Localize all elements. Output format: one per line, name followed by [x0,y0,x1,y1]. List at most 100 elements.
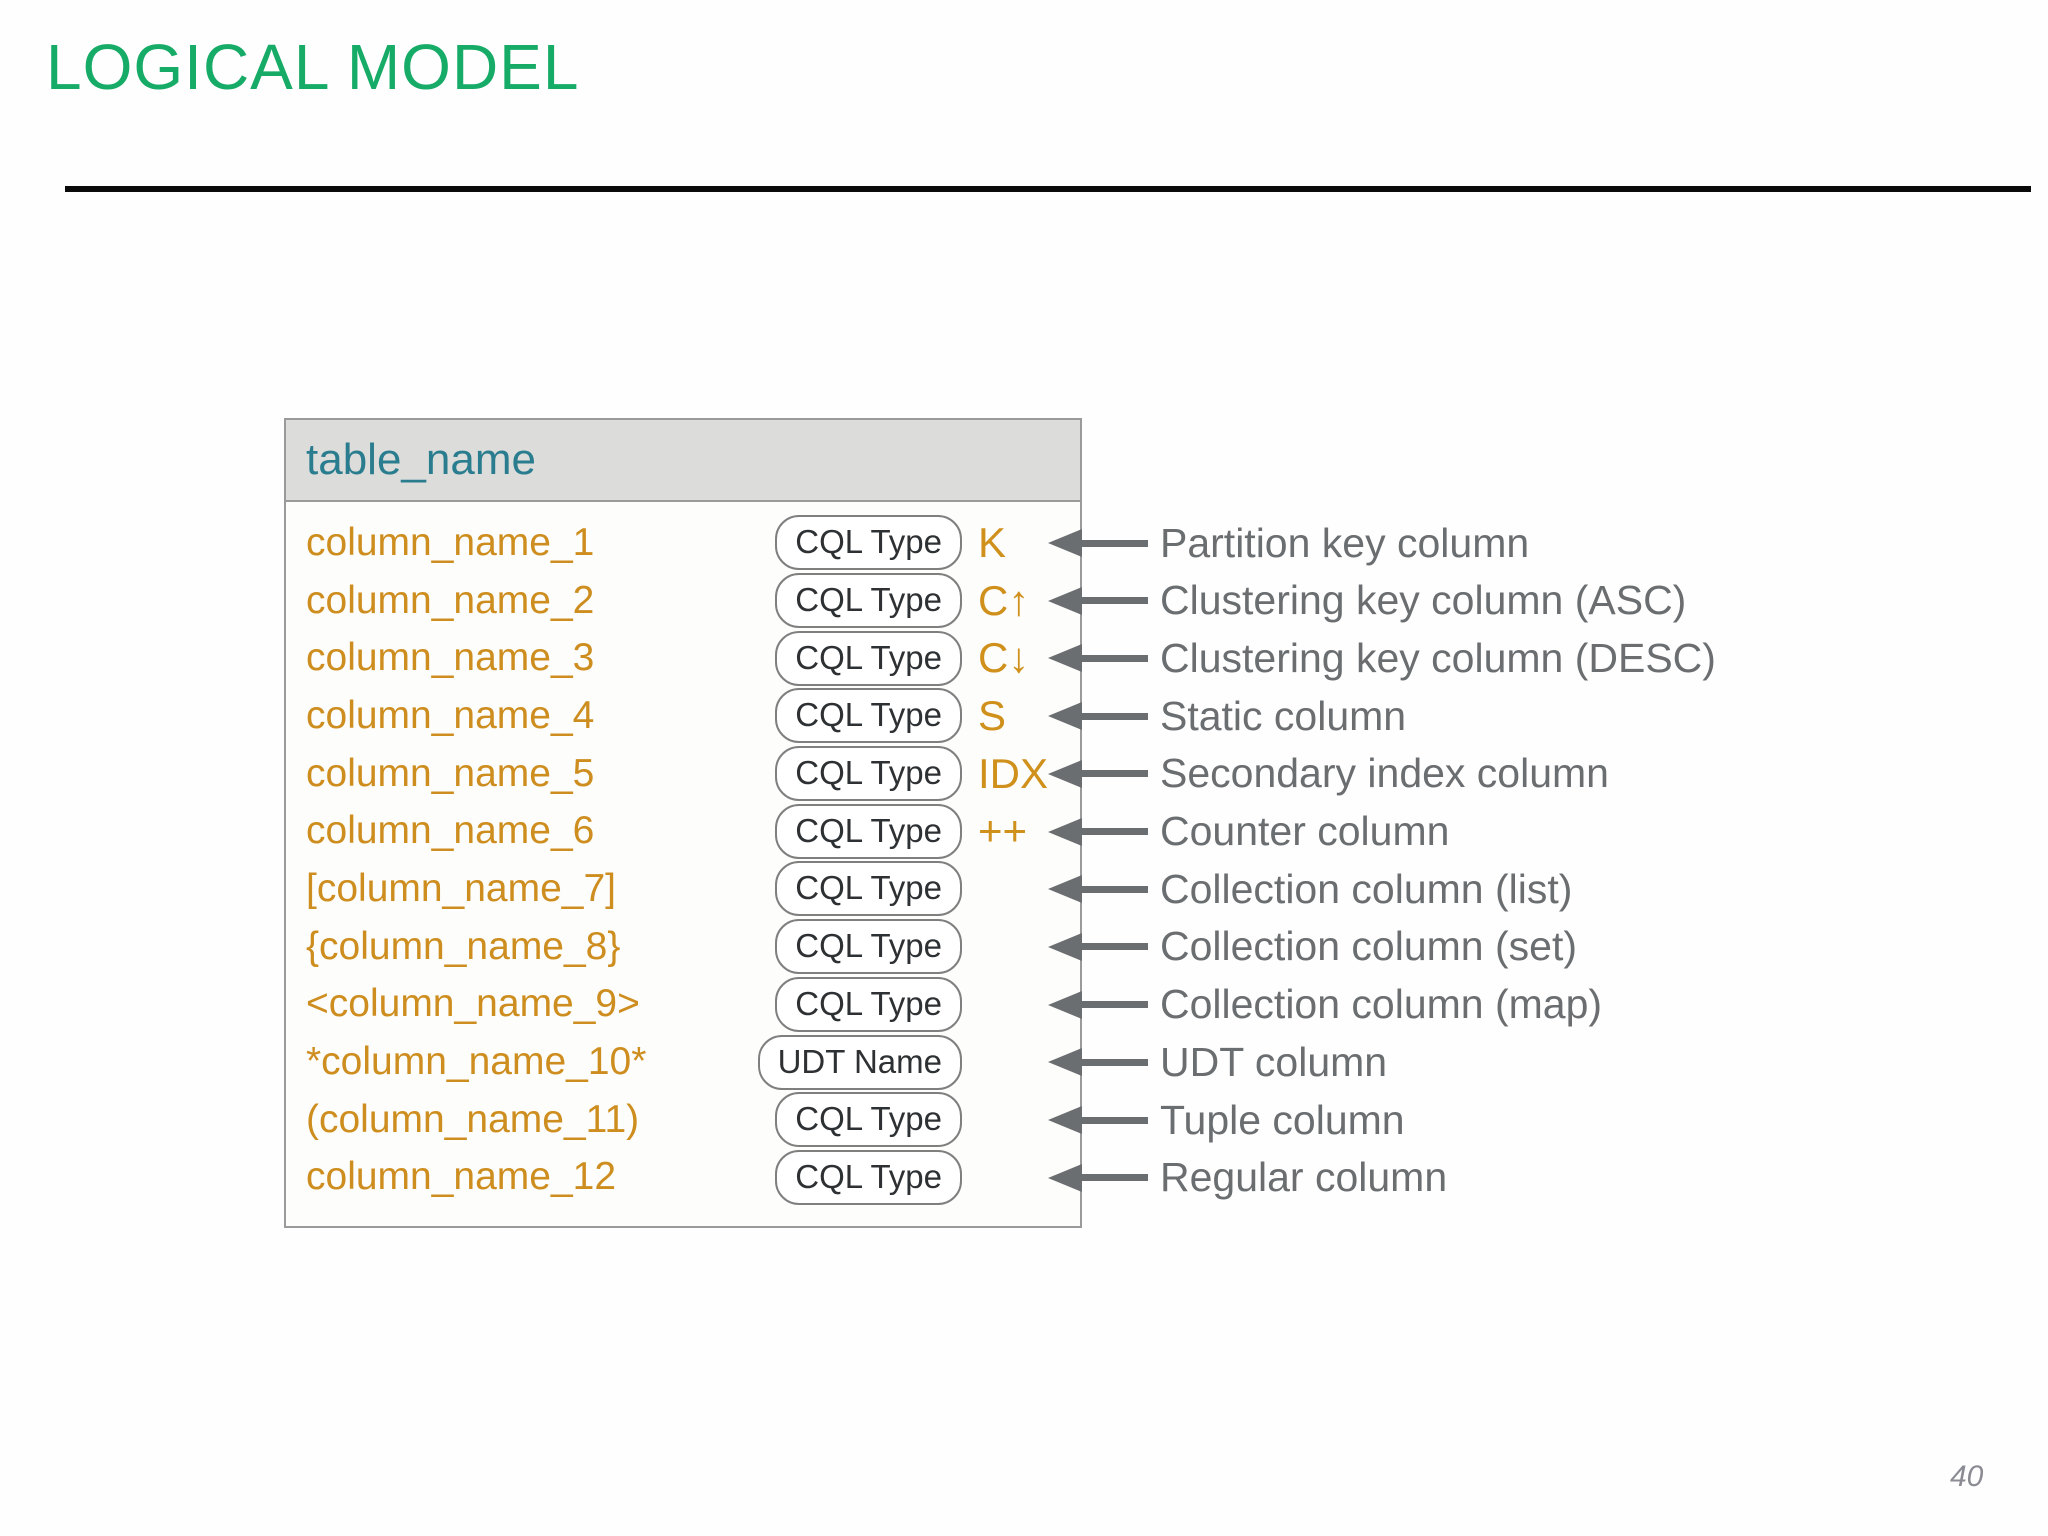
cql-type-badge: CQL Type [775,746,962,802]
type-badge-wrap: CQL Type [738,573,962,629]
key-kind-tag: K [978,518,1007,566]
table-row: {column_name_8} CQL Type [286,918,1080,976]
annotation-row: Collection column (set) [1048,918,1577,976]
table-body: column_name_1 CQL Type K column_name_2 C… [286,502,1080,1206]
cql-type-badge: CQL Type [775,515,962,571]
column-name: column_name_5 [306,751,595,795]
arrow-shaft [1082,712,1148,720]
table-row: *column_name_10* UDT Name [286,1033,1080,1091]
annotation-row: Partition key column [1048,514,1529,572]
type-badge-wrap: UDT Name [738,1034,962,1090]
table-row: (column_name_11) CQL Type [286,1091,1080,1149]
type-badge-wrap: CQL Type [738,746,962,802]
annotation-row: Clustering key column (ASC) [1048,572,1686,630]
arrow-left-icon [1048,990,1082,1019]
column-name: [column_name_7] [306,866,617,910]
annotation-label: Collection column (set) [1160,923,1577,970]
column-name: column_name_3 [306,636,595,680]
type-badge-wrap: CQL Type [738,861,962,917]
arrow-left-icon [1048,1163,1082,1192]
annotation-label: Tuple column [1160,1096,1405,1143]
key-kind-tag: IDX [978,749,1049,797]
arrow-left-icon [1048,1048,1082,1077]
cql-type-badge: CQL Type [775,1092,962,1148]
table-name-header: table_name [286,420,1080,502]
cql-type-badge: UDT Name [757,1034,962,1090]
arrow-shaft [1082,597,1148,605]
arrow-shaft [1082,885,1148,893]
annotation-label: Secondary index column [1160,750,1609,797]
key-kind-tag: ++ [978,807,1028,855]
arrow-shaft [1082,654,1148,662]
table-row: <column_name_9> CQL Type [286,976,1080,1034]
table-row: column_name_2 CQL Type C↑ [286,572,1080,630]
annotation-row: Static column [1048,687,1406,745]
arrow-left-icon [1048,702,1082,731]
column-name: column_name_1 [306,520,595,564]
cql-type-badge: CQL Type [775,803,962,859]
arrow-left-icon [1048,817,1082,846]
schema-table: table_name column_name_1 CQL Type K colu… [284,418,1082,1228]
cql-type-badge: CQL Type [775,1149,962,1205]
type-badge-wrap: CQL Type [738,630,962,686]
arrow-left-icon [1048,1106,1082,1134]
annotation-row: Collection column (map) [1048,976,1602,1034]
arrow-shaft [1082,1058,1148,1066]
type-badge-wrap: CQL Type [738,919,962,975]
table-row: column_name_12 CQL Type [286,1149,1080,1207]
annotation-row: UDT column [1048,1033,1387,1091]
cql-type-badge: CQL Type [775,919,962,975]
arrow-shaft [1082,770,1148,778]
type-badge-wrap: CQL Type [738,1092,962,1148]
cql-type-badge: CQL Type [775,861,962,917]
annotation-row: Tuple column [1048,1091,1405,1149]
key-kind-tag: C↓ [978,634,1030,682]
table-name-label: table_name [306,435,536,484]
arrow-left-icon [1048,586,1082,615]
title-divider [65,186,2031,192]
table-row: column_name_5 CQL Type IDX [286,745,1080,803]
column-name: (column_name_11) [306,1097,640,1141]
table-row: column_name_3 CQL Type C↓ [286,629,1080,687]
annotation-label: UDT column [1160,1038,1388,1085]
table-row: column_name_6 CQL Type ++ [286,802,1080,860]
annotation-row: Counter column [1048,803,1449,861]
type-badge-wrap: CQL Type [738,688,962,744]
table-row: [column_name_7] CQL Type [286,860,1080,918]
column-name: column_name_12 [306,1155,617,1199]
arrow-shaft [1082,1116,1148,1124]
annotation-label: Collection column (list) [1160,865,1573,912]
table-row: column_name_4 CQL Type S [286,687,1080,745]
annotation-label: Partition key column [1160,519,1530,566]
column-name: column_name_6 [306,809,595,853]
type-badge-wrap: CQL Type [738,1149,962,1205]
annotation-row: Collection column (list) [1048,860,1572,918]
table-row: column_name_1 CQL Type K [286,514,1080,572]
arrow-left-icon [1048,759,1082,788]
annotation-label: Counter column [1160,808,1450,854]
arrow-left-icon [1048,529,1082,557]
annotation-label: Clustering key column (DESC) [1160,634,1716,681]
cql-type-badge: CQL Type [775,976,962,1032]
annotation-row: Clustering key column (DESC) [1048,629,1716,687]
arrow-shaft [1082,828,1148,835]
column-name: column_name_2 [306,578,595,622]
type-badge-wrap: CQL Type [738,803,962,859]
annotation-label: Clustering key column (ASC) [1160,577,1687,624]
arrow-shaft [1082,539,1148,547]
annotation-row: Secondary index column [1048,745,1609,803]
column-name: *column_name_10* [306,1040,647,1084]
arrow-shaft [1082,1174,1148,1182]
arrow-left-icon [1048,875,1082,904]
annotation-label: Regular column [1160,1154,1448,1201]
page-title: LOGICAL MODEL [46,31,580,103]
column-name: <column_name_9> [306,982,640,1026]
type-badge-wrap: CQL Type [738,515,962,571]
annotation-row: Regular column [1048,1149,1447,1207]
arrow-shaft [1082,1001,1148,1009]
annotation-label: Collection column (map) [1160,981,1603,1028]
type-badge-wrap: CQL Type [738,976,962,1032]
arrow-left-icon [1048,932,1082,961]
cql-type-badge: CQL Type [775,573,962,629]
column-name: column_name_4 [306,693,595,737]
